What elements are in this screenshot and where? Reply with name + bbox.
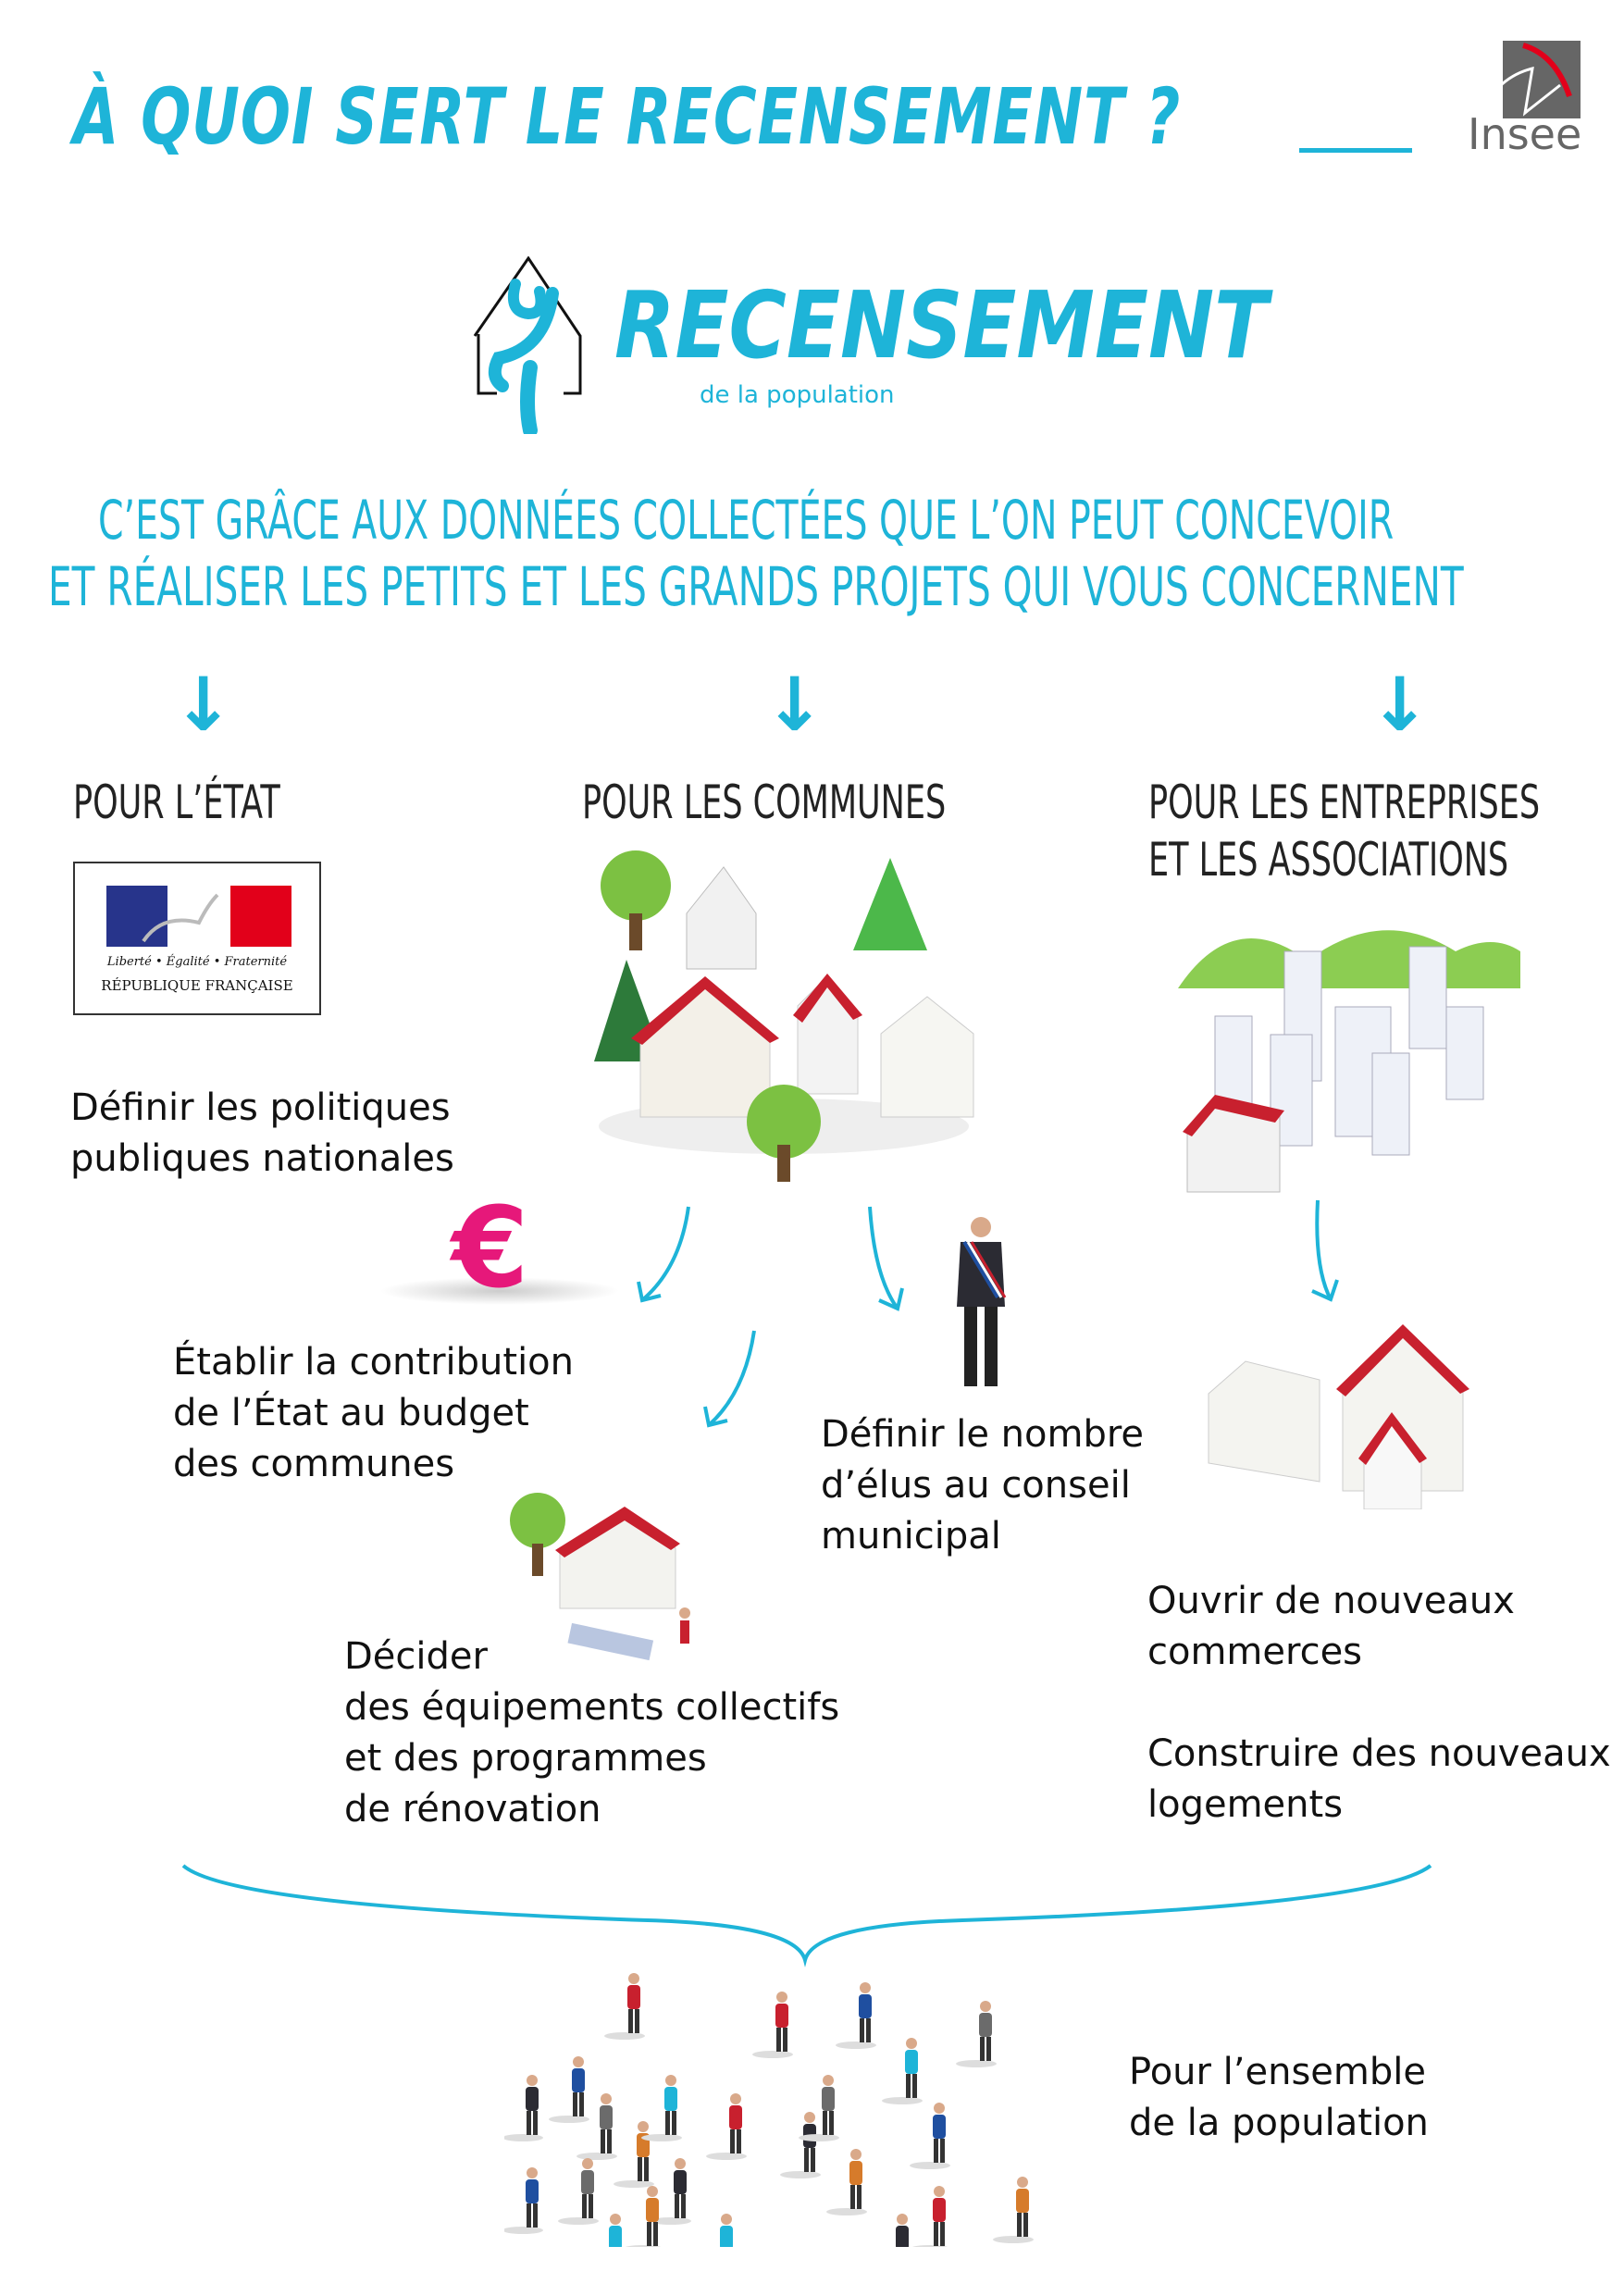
intro-line-2: ET RÉALISER LES PETITS ET LES GRANDS PRO…: [48, 555, 1464, 618]
recensement-logo-text: RECENSEMENT: [614, 271, 1269, 379]
logements-text: Construire des nouveaux logements: [1147, 1729, 1611, 1831]
school-illustration: [504, 1493, 713, 1669]
arrow-to-contribution-icon: [640, 1206, 690, 1302]
elus-line: d’élus au conseil: [821, 1464, 1131, 1507]
arrow-to-equipements-icon: [707, 1330, 756, 1427]
contribution-text: Établir la contribution de l’État au bud…: [173, 1337, 574, 1490]
euro-icon: €: [452, 1185, 529, 1313]
etat-text: Définir les politiques publiques nationa…: [70, 1083, 454, 1185]
brace-icon: [181, 1864, 1432, 1967]
house-figure-icon: [471, 256, 591, 434]
arrow-down-icon: ↓: [763, 662, 826, 748]
arrow-down-icon: ↓: [1369, 662, 1432, 748]
insee-logo: Insee: [1468, 41, 1581, 159]
person-figure-icon: [882, 2038, 923, 2104]
heading-entreprises-2: ET LES ASSOCIATIONS: [1148, 833, 1509, 887]
republique-motto: Liberté • Égalité • Fraternité: [106, 955, 288, 969]
equipements-line: des équipements collectifs: [344, 1686, 840, 1729]
person-figure-icon: [720, 2214, 733, 2247]
contribution-line: Établir la contribution: [173, 1341, 575, 1384]
mayor-illustration: [951, 1214, 1010, 1390]
contribution-line: des communes: [173, 1443, 455, 1485]
person-figure-icon: [706, 2093, 747, 2160]
person-figure-icon: [911, 2186, 948, 2247]
person-figure-icon: [651, 2158, 691, 2225]
elus-text: Définir le nombre d’élus au conseil muni…: [821, 1409, 1144, 1562]
insee-logo-text: Insee: [1468, 109, 1582, 159]
commerces-line: commerces: [1147, 1631, 1363, 1673]
title-underline: [1299, 148, 1412, 153]
euro-shadow: [379, 1277, 620, 1305]
person-figure-icon: [625, 2186, 662, 2247]
heading-etat: POUR L’ÉTAT: [73, 776, 280, 829]
person-figure-icon: [780, 2112, 821, 2178]
arrow-to-elus-icon: [868, 1206, 899, 1310]
population-text: Pour l’ensemble de la population: [1129, 2047, 1429, 2149]
person-figure-icon: [752, 1992, 793, 2058]
person-figure-icon: [641, 2075, 682, 2141]
population-line: de la population: [1129, 2102, 1429, 2144]
houses-illustration: [1199, 1324, 1495, 1509]
village-illustration: [585, 849, 983, 1186]
person-figure-icon: [836, 1982, 876, 2049]
people-illustration: [504, 1960, 1087, 2247]
equipements-line: de rénovation: [344, 1788, 601, 1831]
commerces-text: Ouvrir de nouveaux commerces: [1147, 1576, 1515, 1678]
republique-francaise-logo: Liberté • Égalité • Fraternité RÉPUBLIQU…: [73, 862, 321, 1015]
elus-line: municipal: [821, 1515, 1001, 1558]
etat-text-line: publiques nationales: [70, 1137, 454, 1180]
person-figure-icon: [896, 2214, 909, 2247]
logements-line: Construire des nouveaux: [1147, 1732, 1611, 1775]
equipements-line: Décider: [344, 1635, 488, 1678]
person-figure-icon: [826, 2149, 867, 2215]
person-figure-icon: [549, 2056, 589, 2123]
logements-line: logements: [1147, 1783, 1344, 1826]
equipements-line: et des programmes: [344, 1737, 707, 1780]
elus-line: Définir le nombre: [821, 1413, 1145, 1456]
heading-entreprises-1: POUR LES ENTREPRISES: [1148, 776, 1541, 829]
person-figure-icon: [956, 2001, 997, 2067]
person-figure-icon: [799, 2075, 839, 2141]
contribution-line: de l’État au budget: [173, 1392, 529, 1434]
arrow-down-icon: ↓: [172, 662, 235, 748]
recensement-logo-tagline: de la population: [700, 381, 895, 409]
person-figure-icon: [910, 2103, 950, 2169]
person-figure-icon: [504, 2167, 543, 2234]
heading-communes: POUR LES COMMUNES: [582, 776, 947, 829]
page-title: À QUOI SERT LE RECENSEMENT ?: [73, 71, 1182, 162]
etat-text-line: Définir les politiques: [70, 1086, 451, 1129]
person-figure-icon: [504, 2075, 543, 2141]
population-line: Pour l’ensemble: [1129, 2051, 1426, 2093]
person-figure-icon: [558, 2158, 599, 2225]
person-figure-icon: [604, 1973, 645, 2040]
person-figure-icon: [576, 2093, 617, 2160]
commerces-line: Ouvrir de nouveaux: [1147, 1580, 1515, 1622]
person-figure-icon: [609, 2214, 622, 2247]
equipements-text: Décider des équipements collectifs et de…: [344, 1632, 839, 1835]
republique-name: RÉPUBLIQUE FRANÇAISE: [101, 977, 293, 994]
person-figure-icon: [614, 2121, 654, 2188]
arrow-to-entreprises-icon: [1315, 1199, 1333, 1300]
intro-line-1: C’EST GRÂCE AUX DONNÉES COLLECTÉES QUE L…: [98, 489, 1395, 552]
person-figure-icon: [993, 2177, 1034, 2243]
city-illustration: [1178, 914, 1520, 1201]
